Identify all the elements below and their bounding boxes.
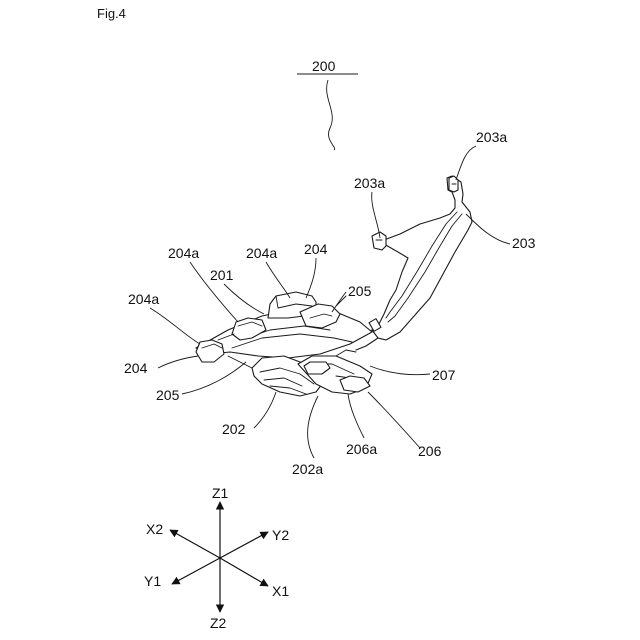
axis-x2-arrow xyxy=(170,530,220,558)
axis-label-y2: Y2 xyxy=(272,527,289,543)
leader-203a-right xyxy=(456,146,476,180)
bridge-lower-205 xyxy=(228,356,252,368)
arm-slot-inner xyxy=(386,212,457,318)
arm-203 xyxy=(344,176,472,350)
axis-label-x1: X1 xyxy=(272,583,289,599)
label-206a: 206a xyxy=(346,441,377,457)
leader-202a xyxy=(308,396,318,458)
label-203a-left: 203a xyxy=(354,175,385,191)
arm-outer-edge xyxy=(372,176,472,340)
label-205-upper: 205 xyxy=(348,283,372,299)
lug-left-lower xyxy=(196,340,224,362)
label-203: 203 xyxy=(512,235,536,251)
label-201: 201 xyxy=(210,267,234,283)
arm-slot-outer xyxy=(388,214,462,322)
leader-207 xyxy=(370,366,430,375)
label-202: 202 xyxy=(222,421,246,437)
label-204a-left: 204a xyxy=(128,291,159,307)
assembly-reference: 200 xyxy=(297,58,358,150)
label-206: 206 xyxy=(418,443,442,459)
arm-fold-edge xyxy=(384,240,408,258)
arm-base-edge-lower xyxy=(356,338,378,350)
leader-206a xyxy=(348,394,364,438)
leader-203 xyxy=(466,214,510,244)
leader-205-upper xyxy=(332,292,346,312)
label-204-left: 204 xyxy=(124,360,148,376)
link-207-edge xyxy=(336,350,356,356)
leader-lines xyxy=(150,146,510,458)
label-202a: 202a xyxy=(292,461,323,477)
leader-205-lower xyxy=(182,362,246,394)
arm-lower-edge xyxy=(378,258,408,326)
arm-upper-edge xyxy=(384,178,455,240)
label-203a-right: 203a xyxy=(476,129,507,145)
axis-label-z2: Z2 xyxy=(210,615,227,631)
axis-label-z1: Z1 xyxy=(212,485,229,501)
reference-labels: 203a 203a 203 204a 204a 204 201 205 204a… xyxy=(124,129,536,477)
axis-label-y1: Y1 xyxy=(144,573,161,589)
assembly-leader xyxy=(327,80,335,150)
coordinate-axes: Z1 Z2 X2 X1 Y2 Y1 xyxy=(144,485,289,631)
label-207: 207 xyxy=(432,367,456,383)
label-204a-upper-mid: 204a xyxy=(246,245,277,261)
axis-x1-arrow xyxy=(220,558,268,586)
axis-y2-arrow xyxy=(220,532,268,558)
leader-204-left xyxy=(158,356,198,368)
leader-206 xyxy=(368,392,420,448)
leader-204a-left xyxy=(150,308,200,344)
leader-204-upper xyxy=(306,258,316,298)
leader-203a-left xyxy=(372,192,380,238)
arm-base-lug xyxy=(369,319,381,332)
label-200: 200 xyxy=(312,58,336,74)
label-204a-upper-left: 204a xyxy=(168,245,199,261)
arm-tab-left-hook xyxy=(372,232,386,250)
leader-201 xyxy=(224,284,264,314)
leader-204a-upper-mid xyxy=(266,262,290,298)
axis-y1-arrow xyxy=(172,558,220,584)
label-204-upper: 204 xyxy=(304,241,328,257)
axis-label-x2: X2 xyxy=(146,521,163,537)
label-205-lower: 205 xyxy=(156,387,180,403)
leader-202 xyxy=(254,392,276,428)
